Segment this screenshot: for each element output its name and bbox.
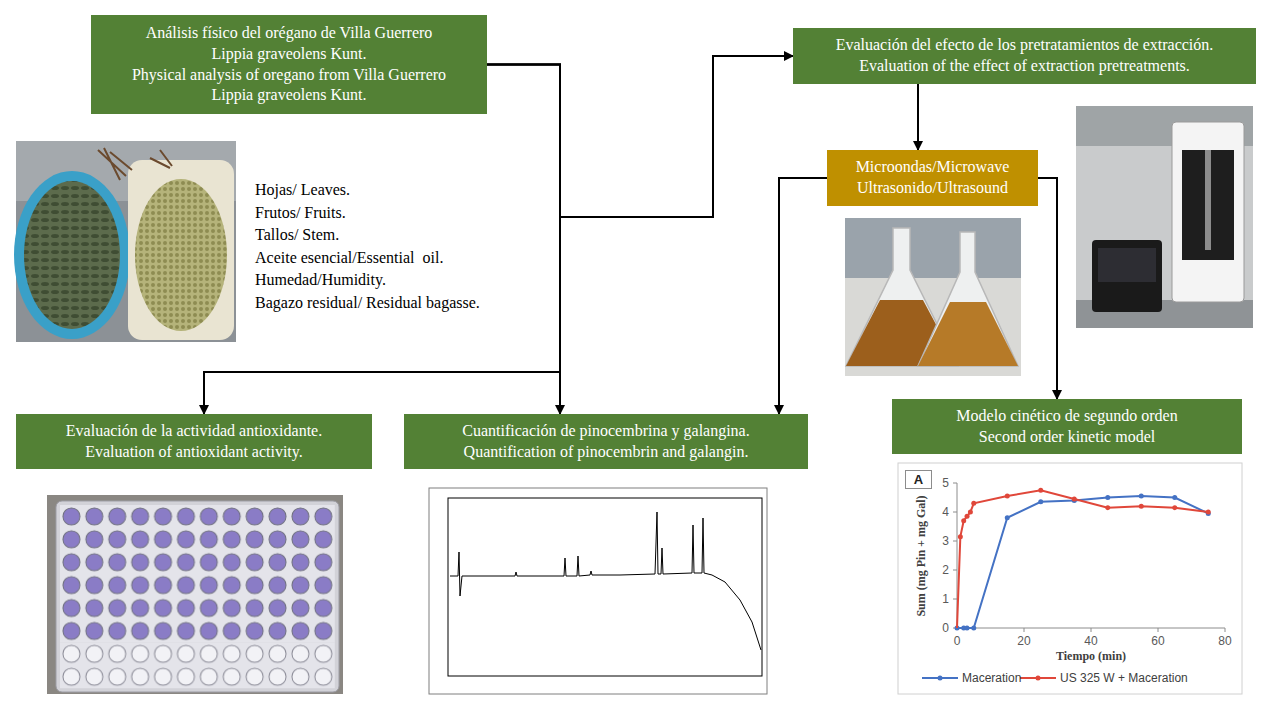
connector-arrow (204, 65, 560, 415)
method-box: Microondas/MicrowaveUltrasonido/Ultrasou… (827, 150, 1038, 206)
axis-tick: 0 (954, 634, 961, 648)
axis-tick: 40 (1084, 634, 1097, 648)
axis-tick: 4 (942, 505, 949, 519)
axis-tick: 0 (942, 621, 949, 635)
axis-tick: 3 (942, 534, 949, 548)
box-text: Evaluación del efecto de los pretratamie… (836, 35, 1214, 56)
connector-arrow (487, 65, 560, 415)
box-text: Evaluation of the effect of extraction p… (859, 56, 1190, 77)
process-box: Evaluación de la actividad antioxidante.… (16, 414, 372, 469)
axis-tick: 80 (1218, 634, 1231, 648)
connector-arrow (779, 178, 827, 414)
axis-title: Tiempo (min) (1056, 649, 1126, 664)
axis-tick: 20 (1017, 634, 1030, 648)
axis-title: Sum (mg Pin + mg Gal) (914, 495, 929, 616)
box-text: Evaluación de la actividad antioxidante. (66, 421, 322, 442)
list-item: Frutos/ Fruits. (255, 204, 346, 222)
box-text: Análisis físico del orégano de Villa Gue… (146, 23, 433, 44)
process-box: Modelo cinético de segundo ordenSecond o… (892, 399, 1242, 454)
axis-tick: 60 (1151, 634, 1164, 648)
axis-tick: 5 (942, 476, 949, 490)
list-item: Humedad/Humidity. (255, 271, 386, 289)
legend-text: US 325 W + Maceration (1060, 671, 1188, 685)
connector-arrow (1038, 178, 1057, 399)
connector-arrow (487, 56, 793, 217)
connector-arrow (917, 84, 919, 150)
box-text: Modelo cinético de segundo orden (956, 406, 1177, 427)
process-box: Análisis físico del orégano de Villa Gue… (91, 15, 487, 114)
box-text: Quantification of pinocembrin and galang… (464, 442, 749, 463)
box-text: A (914, 472, 923, 488)
box-text: Lippia graveolens Kunt. (211, 44, 366, 65)
list-item: Bagazo residual/ Residual bagasse. (255, 294, 480, 312)
box-text: Lippia graveolens Kunt. (211, 85, 366, 106)
box-text: Microondas/Microwave (856, 157, 1010, 178)
box-text: Evaluation of antioxidant activity. (85, 442, 303, 463)
list-item: Aceite esencial/Essential oil. (255, 249, 443, 267)
box-text: Physical analysis of oregano from Villa … (132, 65, 446, 86)
process-box: Cuantificación de pinocembrina y galangi… (404, 414, 808, 469)
box-text: Cuantificación de pinocembrina y galangi… (462, 421, 749, 442)
axis-tick: 2 (942, 563, 949, 577)
panel-letter-box: A (905, 470, 932, 489)
box-text: Ultrasonido/Ultrasound (857, 178, 1008, 199)
process-box: Evaluación del efecto de los pretratamie… (793, 28, 1256, 84)
legend-text: Maceration (962, 671, 1021, 685)
list-item: Hojas/ Leaves. (255, 181, 350, 199)
list-item: Tallos/ Stem. (255, 226, 339, 244)
box-text: Second order kinetic model (979, 427, 1155, 448)
axis-tick: 1 (942, 592, 949, 606)
